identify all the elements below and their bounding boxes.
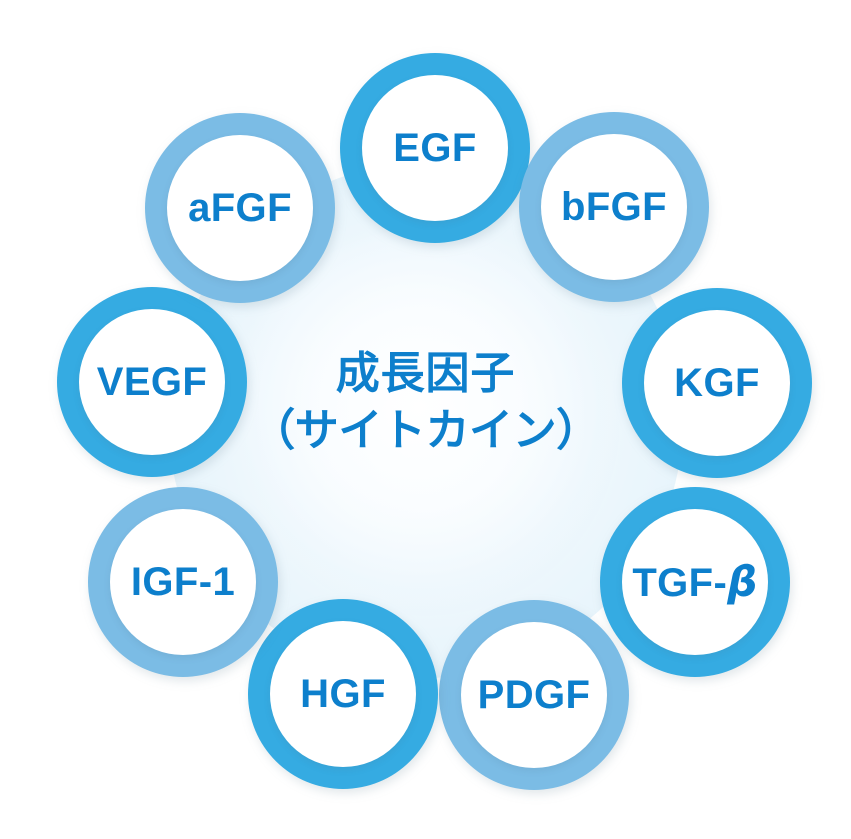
node-label: KGF — [674, 361, 760, 405]
node-label: EGF — [393, 126, 477, 170]
center-caption-line2: （サイトカイン） — [251, 406, 600, 456]
node-disc — [622, 509, 768, 655]
node-label: TGF-β — [632, 557, 758, 606]
node-vegf: VEGF — [57, 287, 247, 477]
node-egf: EGF — [340, 53, 530, 243]
node-disc — [461, 622, 607, 768]
node-disc — [110, 509, 256, 655]
center-caption: 成長因子 （サイトカイン） — [213, 345, 638, 459]
node-disc — [270, 621, 416, 767]
beta-glyph: β — [727, 557, 758, 606]
node-label: HGF — [300, 672, 386, 716]
center-caption-line1: 成長因子 — [335, 349, 516, 398]
node-afgf: aFGF — [145, 113, 335, 303]
node-tgf: TGF-β — [600, 487, 790, 677]
node-disc — [362, 75, 508, 221]
node-disc — [541, 134, 687, 280]
node-label: PDGF — [477, 673, 591, 717]
node-kgf: KGF — [622, 288, 812, 478]
node-label: VEGF — [96, 360, 208, 404]
node-disc — [644, 310, 790, 456]
node-hgf: HGF — [248, 599, 438, 789]
node-label: bFGF — [560, 185, 667, 229]
node-disc — [167, 135, 313, 281]
node-label: IGF-1 — [130, 560, 236, 604]
node-igf-1: IGF-1 — [88, 487, 278, 677]
node-bfgf: bFGF — [519, 112, 709, 302]
node-label: aFGF — [188, 186, 292, 230]
node-pdgf: PDGF — [439, 600, 629, 790]
node-disc — [79, 309, 225, 455]
